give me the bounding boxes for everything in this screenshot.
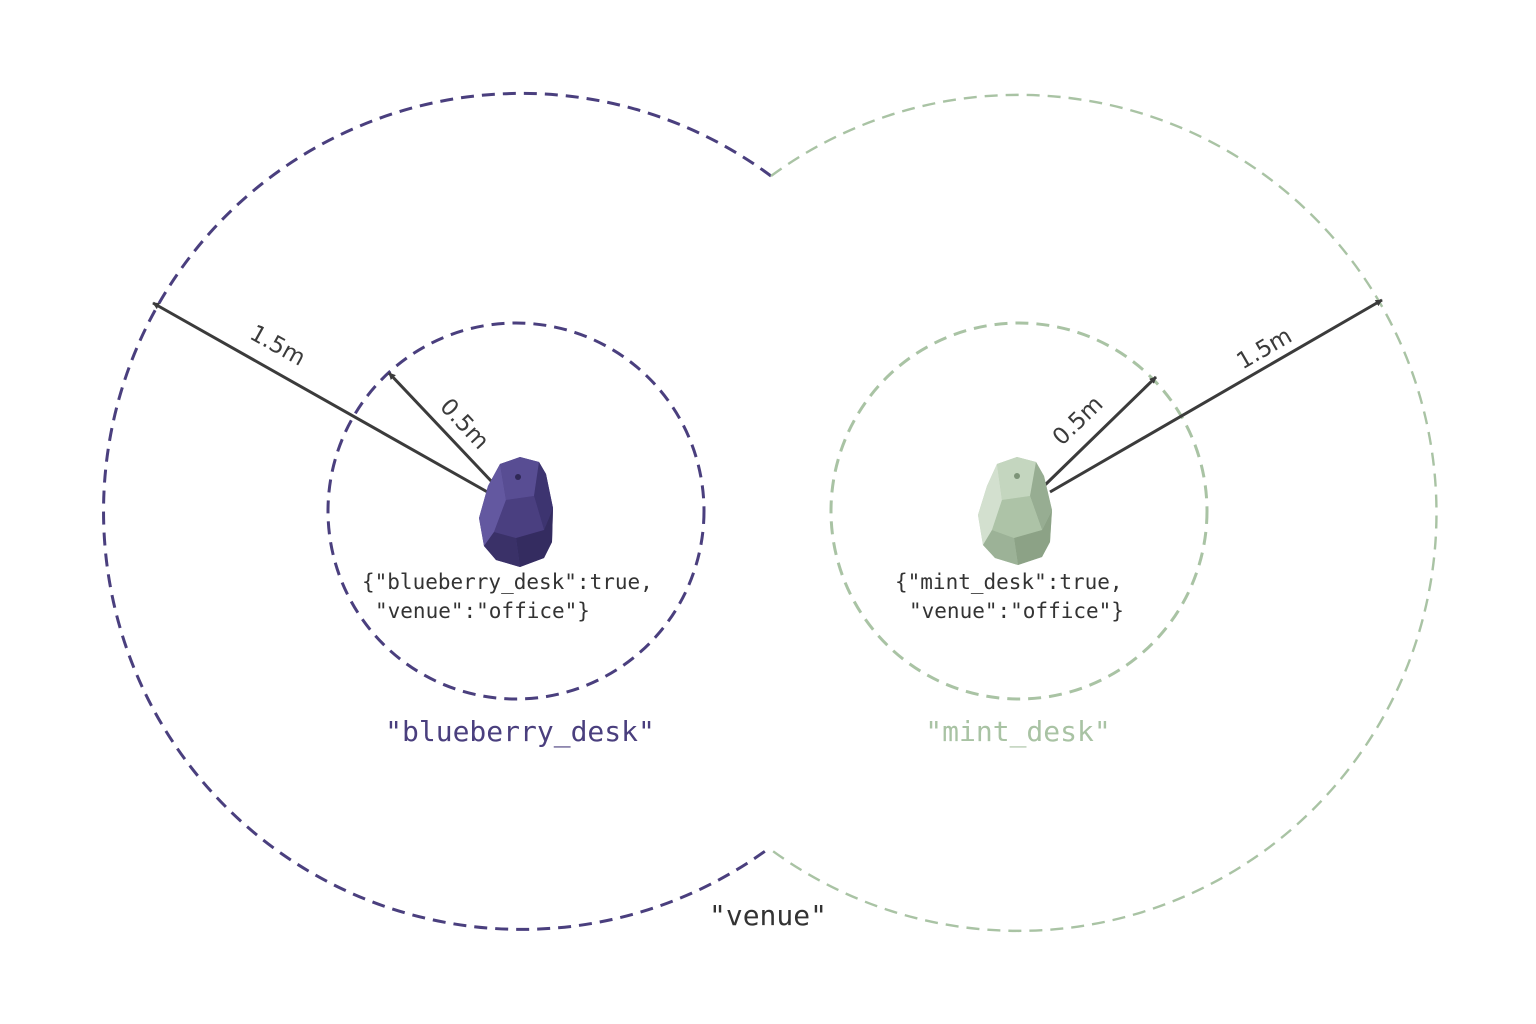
- blueberry-tags-line-1: {"blueberry_desk":true,: [362, 570, 653, 594]
- mint-venue-zone-outline: [769, 93, 1438, 933]
- mint-inner-radius-arrow: [1043, 375, 1158, 487]
- mint-zone-label: "mint_desk": [925, 715, 1110, 749]
- venue-zone-label: "venue": [709, 899, 827, 932]
- mint-desk-zone-outline: [829, 321, 1209, 701]
- mint-inner-radius-label: 0.5m: [1048, 391, 1108, 451]
- blueberry-venue-zone-outline: [102, 91, 772, 931]
- blueberry-beacon-icon: [479, 457, 553, 567]
- mint-tags-line-2: "venue":"office"}: [909, 599, 1124, 623]
- mint-tags-line-1: {"mint_desk":true,: [895, 570, 1123, 594]
- blueberry-outer-radius-label: 1.5m: [245, 320, 309, 371]
- mint-beacon-icon: [978, 457, 1052, 565]
- mint-outer-radius-arrow: [1049, 298, 1383, 494]
- blueberry-tags-line-2: "venue":"office"}: [375, 599, 590, 623]
- blueberry-inner-radius-label: 0.5m: [434, 394, 493, 455]
- blueberry-outer-radius-arrow: [152, 301, 492, 496]
- blueberry-zone-label: "blueberry_desk": [385, 715, 655, 749]
- blueberry-inner-radius-arrow: [387, 371, 495, 485]
- blueberry-desk-zone-outline: [326, 321, 706, 701]
